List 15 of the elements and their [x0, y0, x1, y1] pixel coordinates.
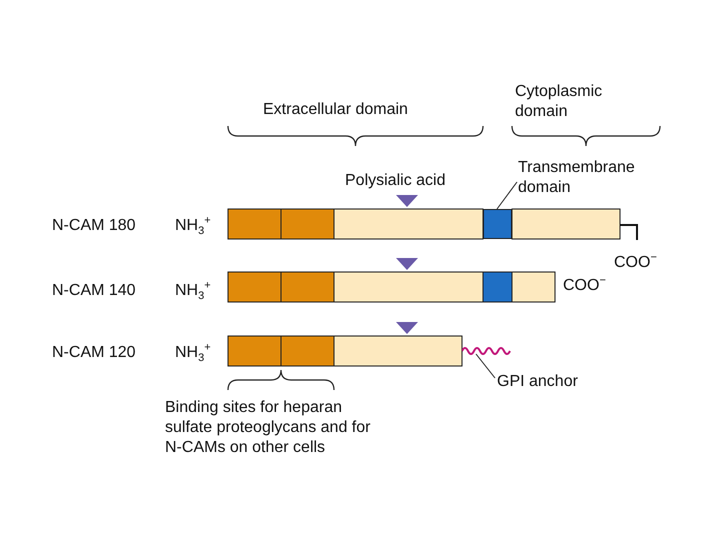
domain-label: Cytoplasmic domain [515, 82, 604, 122]
leader-line [476, 354, 496, 378]
domain-label: Extracellular domain [263, 100, 408, 120]
transmembrane-segment [483, 209, 512, 239]
terminus-label: COO$^{−}$ [614, 253, 657, 273]
leader-line [496, 182, 518, 210]
terminus-label: COO$^{−}$ [563, 276, 606, 296]
protein-name: N-CAM 180 [52, 216, 136, 236]
gpi-anchor-wave [462, 344, 512, 358]
annotation-label: Binding sites for heparan sulfate proteoglycans and for N-CAMs on other cells [165, 398, 372, 458]
node-label: GPI anchor [497, 372, 657, 392]
node-label: Transmembrane domain [518, 158, 678, 198]
protein-name: N-CAM 120 [52, 343, 136, 363]
annotation-label: Polysialic acid [345, 171, 446, 191]
protein-name: N-CAM 140 [52, 281, 136, 301]
